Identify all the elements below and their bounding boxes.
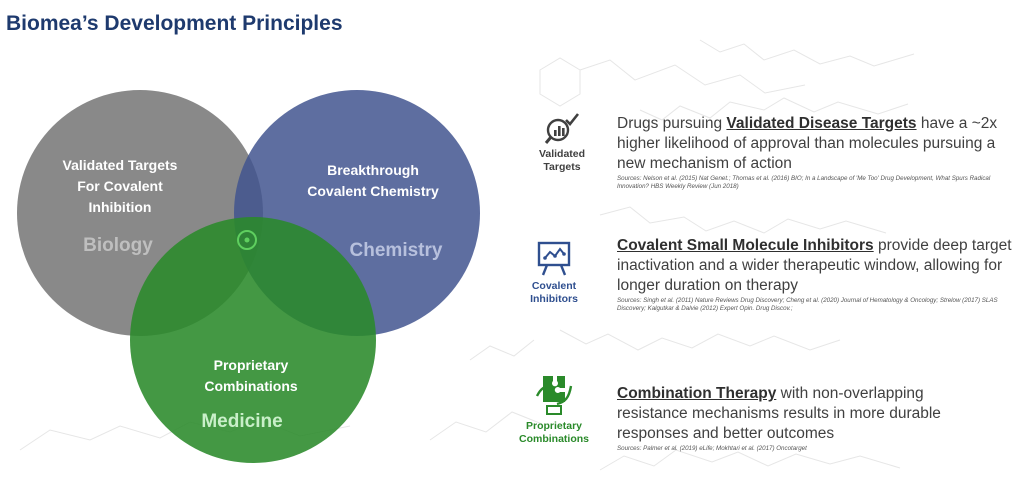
venn-domain-biology: Biology: [83, 235, 153, 256]
icon-label-proprietary-combinations: Proprietary Combinations: [519, 420, 589, 445]
venn-domain-chemistry: Chemistry: [350, 240, 443, 261]
row-combination-therapy: Combination Therapy with non-overlapping…: [617, 384, 977, 453]
venn-label-line: Proprietary: [214, 357, 289, 373]
row-emphasis-validated-targets: Validated Disease Targets: [726, 115, 917, 132]
row-body-combination-therapy: Combination Therapy with non-overlapping…: [617, 384, 977, 444]
row-validated-targets: Drugs pursuing Validated Disease Targets…: [617, 114, 1022, 191]
icon-block-proprietary-combinations: Proprietary Combinations: [512, 370, 596, 446]
venn-label-line: Covalent Chemistry: [307, 183, 439, 199]
venn-domain-medicine: Medicine: [201, 411, 282, 432]
page-title: Biomea’s Development Principles: [6, 12, 343, 35]
target-circle-icon: [237, 230, 257, 250]
row-covalent-inhibitors: Covalent Small Molecule Inhibitors provi…: [617, 236, 1022, 313]
row-body-validated-targets: Drugs pursuing Validated Disease Targets…: [617, 114, 1022, 174]
row-post-text: with non-overlapping resistance mechanis…: [617, 385, 941, 442]
icon-block-covalent-inhibitors: Covalent Inhibitors: [512, 240, 596, 306]
puzzle-hands-icon: [535, 376, 573, 415]
row-sources-combination-therapy: Sources: Palmer et al. (2019) eLife; Mok…: [617, 445, 807, 452]
row-sources-covalent-inhibitors: Sources: Singh et al. (2011) Nature Revi…: [617, 297, 998, 312]
row-post-text: provide deep target inactivation and a w…: [617, 237, 1012, 294]
row-emphasis-combination-therapy: Combination Therapy: [617, 385, 777, 402]
row-body-covalent-inhibitors: Covalent Small Molecule Inhibitors provi…: [617, 236, 1022, 296]
molecule-board-icon: [537, 241, 571, 276]
venn-label-line: Inhibition: [89, 199, 152, 215]
venn-label-line: Validated Targets: [63, 157, 178, 173]
venn-label-line: For Covalent: [77, 178, 163, 194]
icon-label-covalent-inhibitors: Covalent Inhibitors: [530, 280, 578, 305]
venn-circle-medicine: [130, 217, 376, 463]
venn-label-line: Breakthrough: [327, 162, 419, 178]
row-post-text: have a ~2x higher likelihood of approval…: [617, 115, 998, 172]
chart-checkmark-icon: [544, 113, 580, 144]
icon-block-validated-targets: Validated Targets: [520, 112, 604, 174]
row-sources-validated-targets: Sources: Nelson et al. (2015) Nat Genet.…: [617, 175, 991, 190]
icon-label-validated-targets: Validated Targets: [538, 148, 586, 173]
venn-label-line: Combinations: [204, 378, 298, 394]
row-emphasis-covalent-inhibitors: Covalent Small Molecule Inhibitors: [617, 237, 874, 254]
row-pre-text: Drugs pursuing: [617, 115, 727, 132]
